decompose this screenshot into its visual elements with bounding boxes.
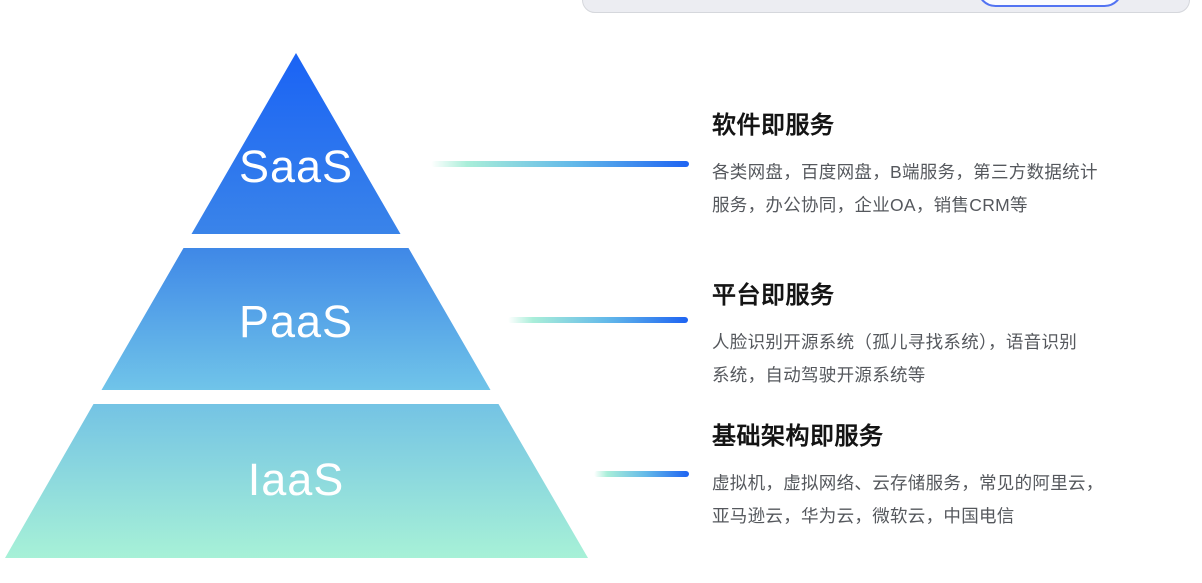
iaas-layer-label: IaaS	[247, 454, 345, 505]
saas-body-text: 各类网盘，百度网盘，B端服务，第三方数据统计 服务，办公协同，企业OA，销售CR…	[712, 162, 1098, 215]
iaas-connector-line	[594, 471, 689, 477]
paas-layer-label: PaaS	[238, 296, 354, 347]
iaas-description-section: 基础架构即服务 虚拟机，虚拟网络、云存储服务，常见的阿里云， 亚马逊云，华为云，…	[712, 420, 1194, 533]
paas-layer-shape	[101, 248, 491, 390]
saas-connector-line	[431, 161, 689, 167]
paas-heading: 平台即服务	[712, 282, 835, 309]
iaas-heading: 基础架构即服务	[712, 423, 884, 450]
search-button[interactable]	[977, 0, 1123, 7]
paas-connector-line	[508, 317, 688, 323]
pyramid-diagram	[5, 53, 588, 558]
saas-heading: 软件即服务	[712, 112, 835, 139]
paas-body-text: 人脸识别开源系统（孤儿寻找系统），语音识别 系统，自动驾驶开源系统等	[712, 332, 1078, 385]
saas-layer-shape	[191, 53, 401, 234]
iaas-body-text: 虚拟机，虚拟网络、云存储服务，常见的阿里云， 亚马逊云，华为云，微软云，中国电信	[712, 473, 1104, 526]
iaas-layer-shape	[5, 404, 588, 558]
saas-layer-label: SaaS	[238, 141, 354, 192]
saas-description-section: 软件即服务 各类网盘，百度网盘，B端服务，第三方数据统计 服务，办公协同，企业O…	[712, 109, 1194, 222]
paas-description-section: 平台即服务 人脸识别开源系统（孤儿寻找系统），语音识别 系统，自动驾驶开源系统等	[712, 279, 1194, 392]
